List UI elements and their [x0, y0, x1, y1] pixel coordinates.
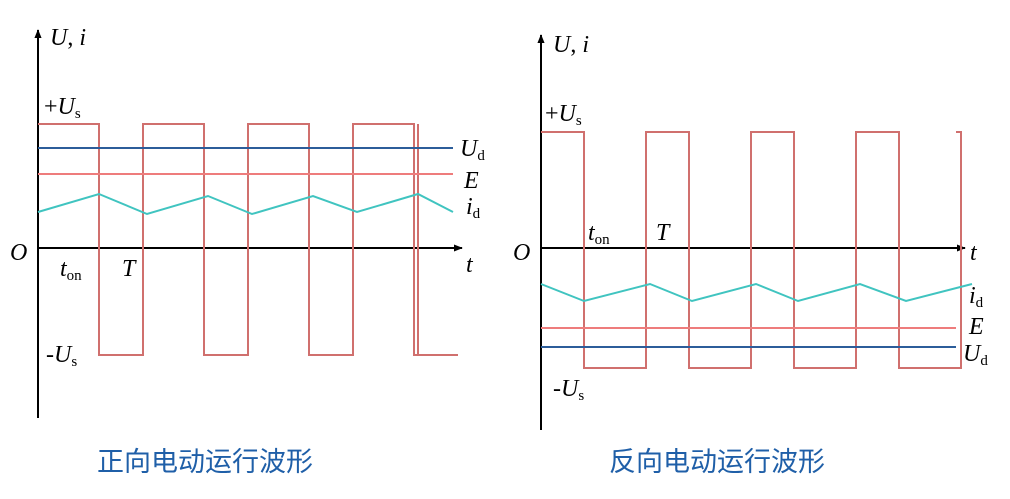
caption-reverse: 反向电动运行波形: [609, 447, 825, 478]
ud-label: Ud: [460, 136, 485, 164]
plus-us-label: +Us: [545, 101, 582, 129]
e-label: E: [968, 314, 984, 340]
ud-label: Ud: [963, 341, 988, 369]
y-axis-label: U, i: [50, 25, 86, 51]
origin-label: O: [513, 240, 530, 266]
id-label: id: [969, 283, 984, 311]
ton-label: ton: [588, 220, 610, 248]
reverse-motoring-diagram: U, i t O +Us -Us Ud E id ton T 反向电动运行波形: [513, 32, 988, 478]
y-axis-label: U, i: [553, 32, 589, 58]
id-label: id: [466, 194, 481, 222]
armature-current-id-wave: [37, 192, 454, 216]
caption-forward: 正向电动运行波形: [97, 447, 313, 478]
plus-us-label: +Us: [44, 94, 81, 122]
supply-voltage-square-wave: [38, 123, 458, 356]
minus-us-label: -Us: [46, 342, 77, 370]
x-axis-label: t: [970, 240, 978, 266]
minus-us-label: -Us: [553, 376, 584, 404]
forward-motoring-diagram: U, i t O +Us -Us Ud E id ton T 正向电动运行波形: [10, 25, 485, 478]
x-axis-label: t: [466, 252, 474, 278]
e-label: E: [463, 168, 479, 194]
armature-current-id-wave: [540, 282, 973, 303]
ton-label: ton: [60, 256, 82, 284]
period-t-label: T: [656, 220, 671, 246]
period-t-label: T: [122, 256, 137, 282]
supply-voltage-square-wave: [541, 131, 962, 369]
origin-label: O: [10, 240, 27, 266]
